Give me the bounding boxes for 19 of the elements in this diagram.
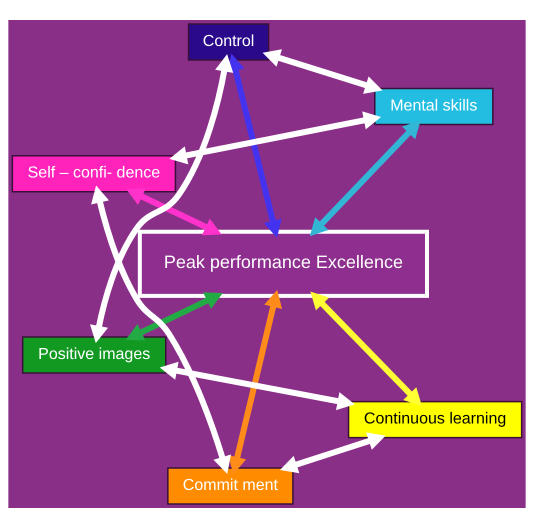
- arrow: [310, 120, 421, 236]
- arrow: [91, 184, 231, 474]
- arrow: [160, 361, 355, 410]
- arrow: [228, 289, 282, 474]
- arrow: [310, 290, 422, 406]
- arrow: [126, 188, 222, 235]
- node-box: Mental skills: [374, 87, 494, 125]
- node-box: Positive images: [22, 336, 166, 374]
- node-box: Self – confi- dence: [12, 154, 176, 192]
- node-box: Peak performance Excellence: [138, 229, 429, 298]
- node-box: Commit ment: [167, 466, 294, 504]
- arrow: [280, 432, 386, 473]
- arrow: [226, 53, 282, 238]
- node-box: Control: [188, 22, 270, 60]
- arrow: [262, 48, 383, 94]
- arrow: [169, 110, 382, 164]
- arrow: [90, 54, 234, 343]
- node-box: Continuous learning: [348, 400, 522, 438]
- arrow: [126, 292, 223, 340]
